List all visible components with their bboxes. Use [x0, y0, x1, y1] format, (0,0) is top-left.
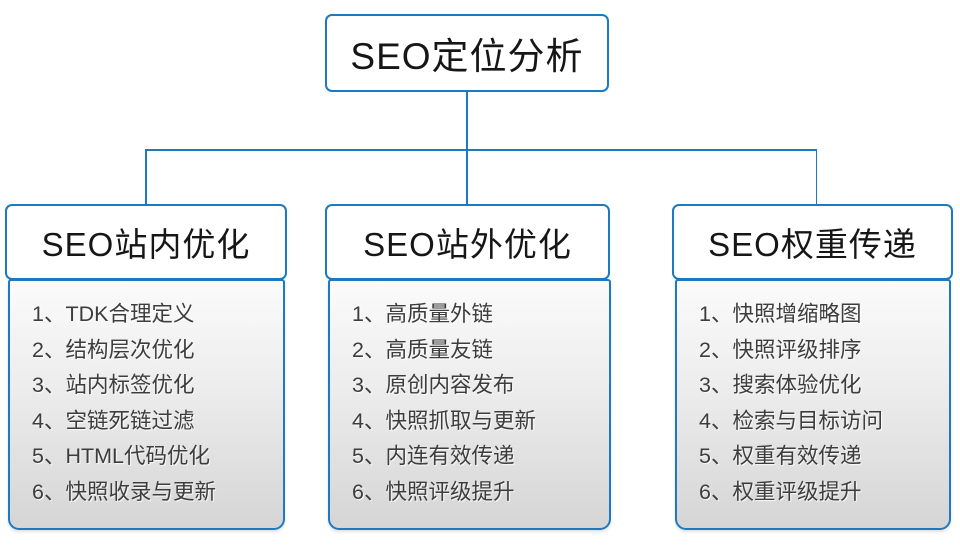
- branch-list-weight: 1、快照增缩略图 2、快照评级排序 3、搜索体验优化 4、检索与目标访问 5、权…: [675, 279, 951, 530]
- branch-list-onsite: 1、TDK合理定义 2、结构层次优化 3、站内标签优化 4、空链死链过滤 5、H…: [8, 279, 285, 530]
- branch-header-weight: SEO权重传递: [672, 204, 953, 280]
- branch-list-offsite: 1、高质量外链 2、高质量友链 3、原创内容发布 4、快照抓取与更新 5、内连有…: [328, 279, 611, 530]
- connector-root-vertical: [466, 92, 468, 150]
- connector-middle-vertical: [466, 149, 468, 205]
- list-item: 3、搜索体验优化: [699, 373, 862, 398]
- connector-right-vertical: [815, 149, 817, 205]
- list-item: 4、空链死链过滤: [32, 408, 195, 433]
- list-item: 6、快照收录与更新: [32, 479, 216, 504]
- list-item: 4、快照抓取与更新: [352, 408, 536, 433]
- connector-horizontal: [145, 149, 817, 151]
- list-item: 4、检索与目标访问: [699, 408, 883, 433]
- branch-header-onsite-label: SEO站内优化: [41, 226, 251, 263]
- list-item: 1、快照增缩略图: [699, 302, 862, 326]
- list-item: 2、快照评级排序: [699, 337, 862, 362]
- list-item: 2、结构层次优化: [32, 337, 195, 362]
- list-item: 2、高质量友链: [352, 337, 493, 362]
- list-item: 3、原创内容发布: [352, 373, 515, 398]
- list-item: 6、快照评级提升: [352, 479, 515, 504]
- list-item: 1、高质量外链: [352, 302, 493, 326]
- branch-header-offsite: SEO站外优化: [325, 204, 610, 280]
- list-item: 5、权重有效传递: [699, 444, 862, 469]
- list-item: 1、TDK合理定义: [32, 302, 195, 326]
- root-node-label: SEO定位分析: [350, 36, 584, 77]
- branch-header-weight-label: SEO权重传递: [708, 226, 917, 263]
- list-item: 5、HTML代码优化: [32, 444, 210, 469]
- connector-left-vertical: [145, 149, 147, 205]
- branch-header-onsite: SEO站内优化: [5, 204, 287, 280]
- branch-header-offsite-label: SEO站外优化: [363, 226, 572, 263]
- list-item: 3、站内标签优化: [32, 373, 195, 398]
- list-item: 5、内连有效传递: [352, 444, 515, 469]
- root-node: SEO定位分析: [325, 14, 609, 92]
- list-item: 6、权重评级提升: [699, 479, 862, 504]
